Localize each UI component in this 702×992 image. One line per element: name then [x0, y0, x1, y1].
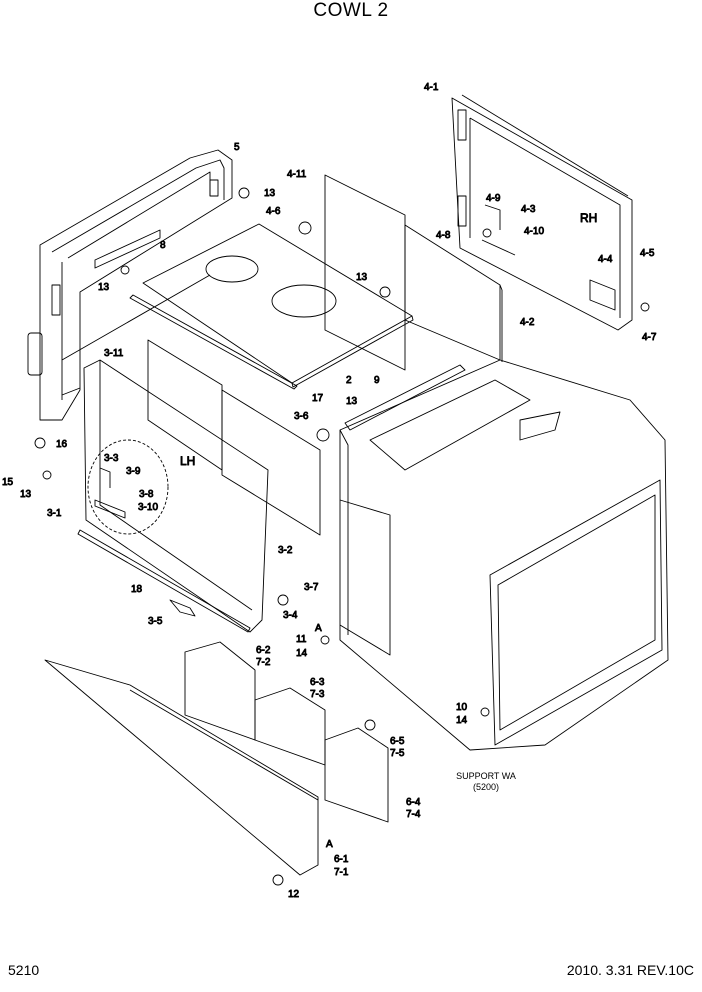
callout: 14: [456, 715, 468, 726]
callout: 7-4: [406, 809, 421, 820]
insulation-panel-3-11: [147, 339, 223, 471]
callout: 4-1: [424, 82, 439, 93]
callout: 6-3: [310, 677, 325, 688]
callout: 3-7: [304, 582, 319, 593]
filter-block-6-4: [324, 727, 389, 823]
callout: 3-9: [126, 466, 141, 477]
callout: 4-6: [266, 206, 281, 217]
callout: 4-10: [524, 226, 544, 237]
callout: 3-4: [283, 610, 298, 621]
callout: 7-2: [256, 657, 271, 668]
callout: 13: [264, 188, 276, 199]
callout: 12: [288, 889, 300, 900]
callout: 13: [356, 272, 368, 283]
callout: 7-1: [334, 867, 349, 878]
callout: A: [315, 623, 322, 634]
filter-block-6-3: [254, 687, 326, 766]
bottom-plate-part-6-1: [44, 659, 319, 876]
lh-door-part-3-1: [77, 359, 269, 633]
callout: 6-5: [390, 736, 405, 747]
callout: 10: [456, 702, 468, 713]
support-note-line: SUPPORT WA: [456, 771, 516, 781]
filter-block-6-2: [184, 641, 256, 741]
callout: 4-5: [640, 248, 655, 259]
callout: 13: [20, 489, 32, 500]
callout: 13: [98, 282, 110, 293]
callout: 3-3: [104, 453, 119, 464]
callout: 11: [296, 634, 307, 645]
lh-label: LH: [180, 454, 195, 468]
page-number: 5210: [8, 962, 40, 978]
callout: 3-6: [294, 411, 309, 422]
hinge-strip-part-9: [344, 364, 466, 431]
callout: 15: [2, 477, 14, 488]
rear-frame-part-5: [27, 149, 233, 421]
callout: 4-2: [520, 317, 535, 328]
callout: 6-4: [406, 797, 421, 808]
insulation-panel-4-11: [324, 174, 406, 371]
callout: 6-1: [334, 854, 349, 865]
insulation-panel-4-2: [404, 224, 503, 362]
callout: 3-11: [104, 348, 124, 359]
callout: 7-3: [310, 689, 325, 700]
callout: A: [326, 839, 333, 850]
support-note: SUPPORT WA (5200): [451, 771, 521, 793]
callout: 18: [131, 584, 143, 595]
callout: 4-3: [521, 204, 536, 215]
hardware-fasteners: [34, 187, 650, 886]
main-cowl-body: [339, 359, 669, 751]
callout: 3-10: [138, 502, 158, 513]
callout: 3-5: [148, 616, 163, 627]
callout: 4-8: [436, 230, 451, 241]
page-title: COWL 2: [313, 0, 389, 21]
callout: 3-8: [139, 489, 154, 500]
callout: 16: [56, 439, 68, 450]
callout: 4-7: [642, 332, 657, 343]
insulation-panel-3-2: [221, 389, 321, 536]
support-note-ref: (5200): [472, 782, 499, 792]
callout: 14: [296, 648, 308, 659]
callout: 2: [346, 375, 352, 386]
callout: 17: [312, 393, 324, 404]
callout-labels: 4-1 5 4-11 13 4-6 8 4-9 4-3 4-10 4-8 RH …: [2, 82, 658, 901]
callout: 6-2: [256, 645, 271, 656]
callout: 8: [160, 240, 166, 251]
callout: 3-1: [47, 508, 62, 519]
callout: 3-2: [278, 545, 293, 556]
revision-date: 2010. 3.31 REV.10C: [566, 962, 694, 978]
rh-label: RH: [580, 211, 597, 225]
callout: 4-9: [486, 193, 501, 204]
callout: 9: [374, 375, 380, 386]
top-cover-part-2: [129, 223, 414, 390]
callout: 4-11: [287, 169, 307, 180]
rh-door-part-4-1: [451, 94, 633, 331]
callout: 5: [234, 142, 240, 153]
callout: 4-4: [598, 254, 613, 265]
callout: 13: [346, 396, 358, 407]
callout: 7-5: [390, 748, 405, 759]
